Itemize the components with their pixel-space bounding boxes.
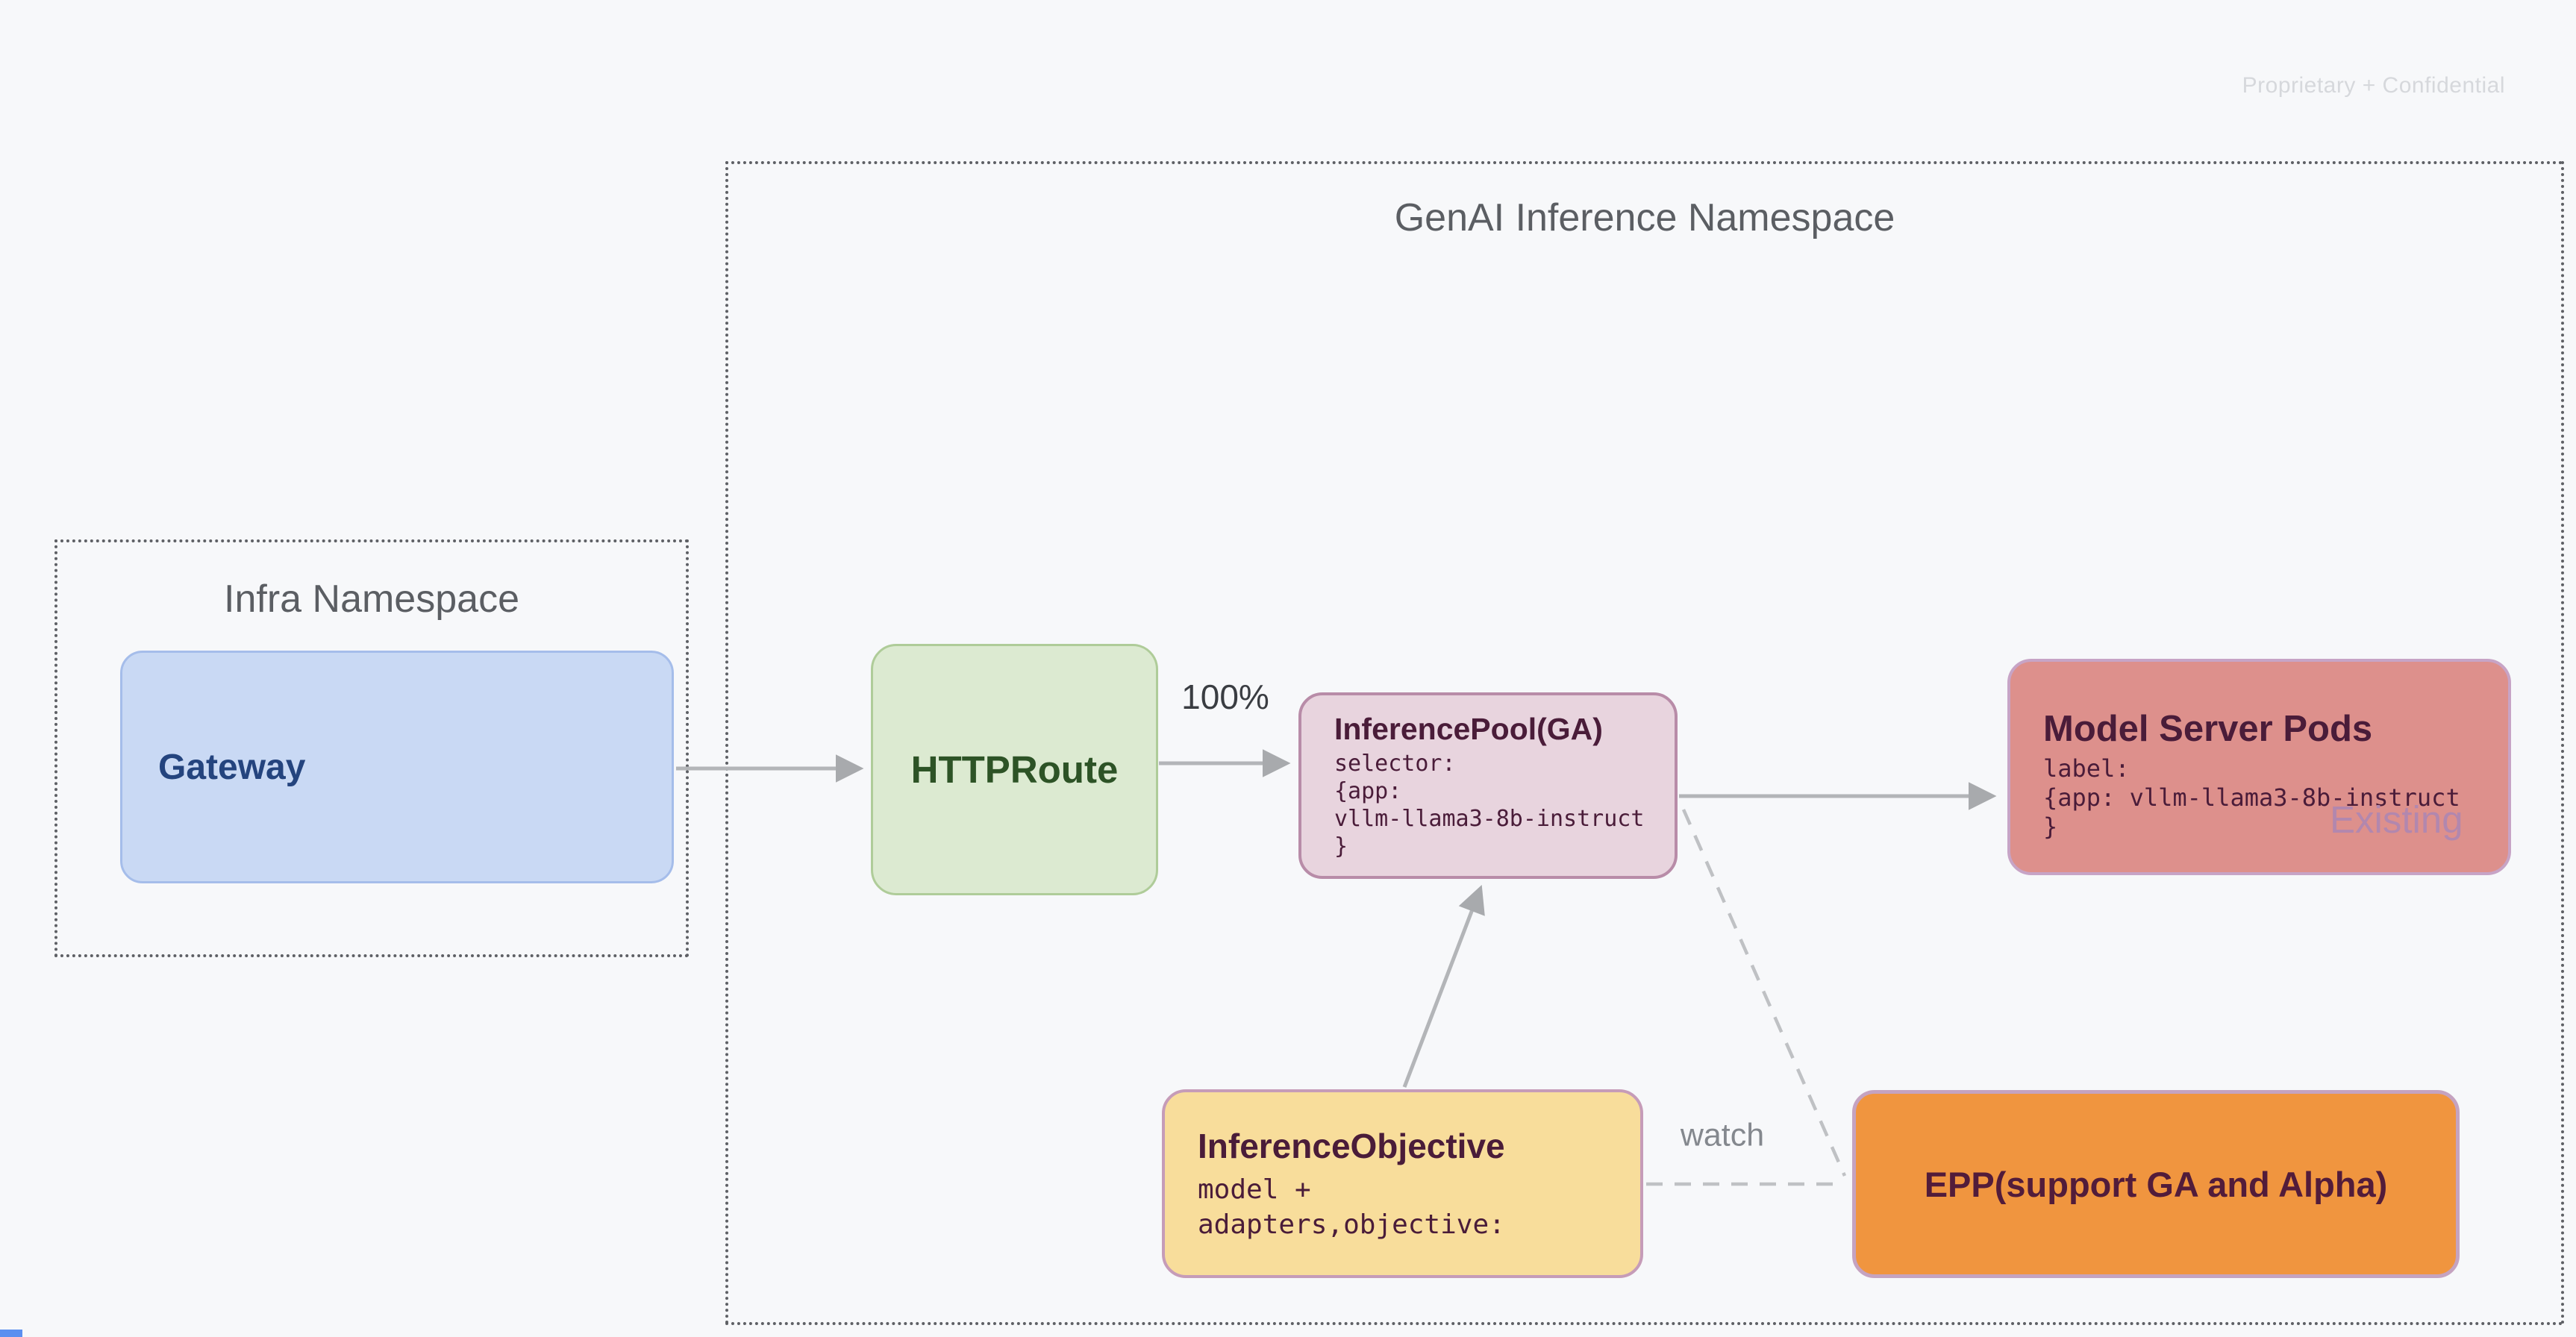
confidentiality-watermark: Proprietary + Confidential — [2242, 73, 2505, 98]
gateway-node[interactable]: Gateway — [120, 651, 674, 883]
gateway-label: Gateway — [158, 747, 306, 787]
traffic-percent-label: 100% — [1181, 677, 1269, 716]
inference-pool-node[interactable]: InferencePool(GA) selector: {app: vllm-l… — [1298, 692, 1678, 879]
infra-namespace-label: Infra Namespace — [224, 577, 519, 621]
model-server-pods-code-line: {app: vllm-llama3-8b-instruct — [2043, 783, 2460, 812]
epp-label: EPP(support GA and Alpha) — [1924, 1164, 2388, 1204]
inference-objective-code-line: model + — [1198, 1174, 1311, 1205]
httproute-label: HTTPRoute — [910, 748, 1119, 791]
inference-objective-node[interactable]: InferenceObjective model + adapters,obje… — [1162, 1089, 1643, 1278]
existing-badge: Existing — [2330, 798, 2463, 841]
model-server-pods-node[interactable]: Model Server Pods label: {app: vllm-llam… — [2007, 659, 2511, 875]
model-server-pods-title: Model Server Pods — [2043, 709, 2373, 749]
genai-inference-namespace-label: GenAI Inference Namespace — [1394, 196, 1895, 239]
inference-pool-code-line: vllm-llama3-8b-instruct — [1334, 806, 1645, 832]
model-server-pods-code-line: } — [2043, 812, 2058, 841]
model-server-pods-code-line: label: — [2043, 754, 2130, 783]
inference-pool-code-line: selector: — [1334, 751, 1456, 777]
infra-namespace-box: Infra Namespace — [54, 539, 689, 957]
genai-inference-namespace-box: GenAI Inference Namespace — [725, 161, 2564, 1325]
inference-objective-code-line: adapters,objective: — [1198, 1209, 1505, 1240]
inference-pool-code-line: } — [1334, 833, 1348, 860]
httproute-node[interactable]: HTTPRoute — [871, 644, 1158, 895]
inference-pool-title: InferencePool(GA) — [1334, 712, 1603, 746]
watch-label: watch — [1680, 1117, 1765, 1153]
epp-node[interactable]: EPP(support GA and Alpha) — [1852, 1090, 2460, 1278]
corner-accent-bar — [0, 1330, 22, 1337]
inference-objective-title: InferenceObjective — [1198, 1126, 1505, 1165]
inference-pool-code-line: {app: — [1334, 778, 1402, 804]
